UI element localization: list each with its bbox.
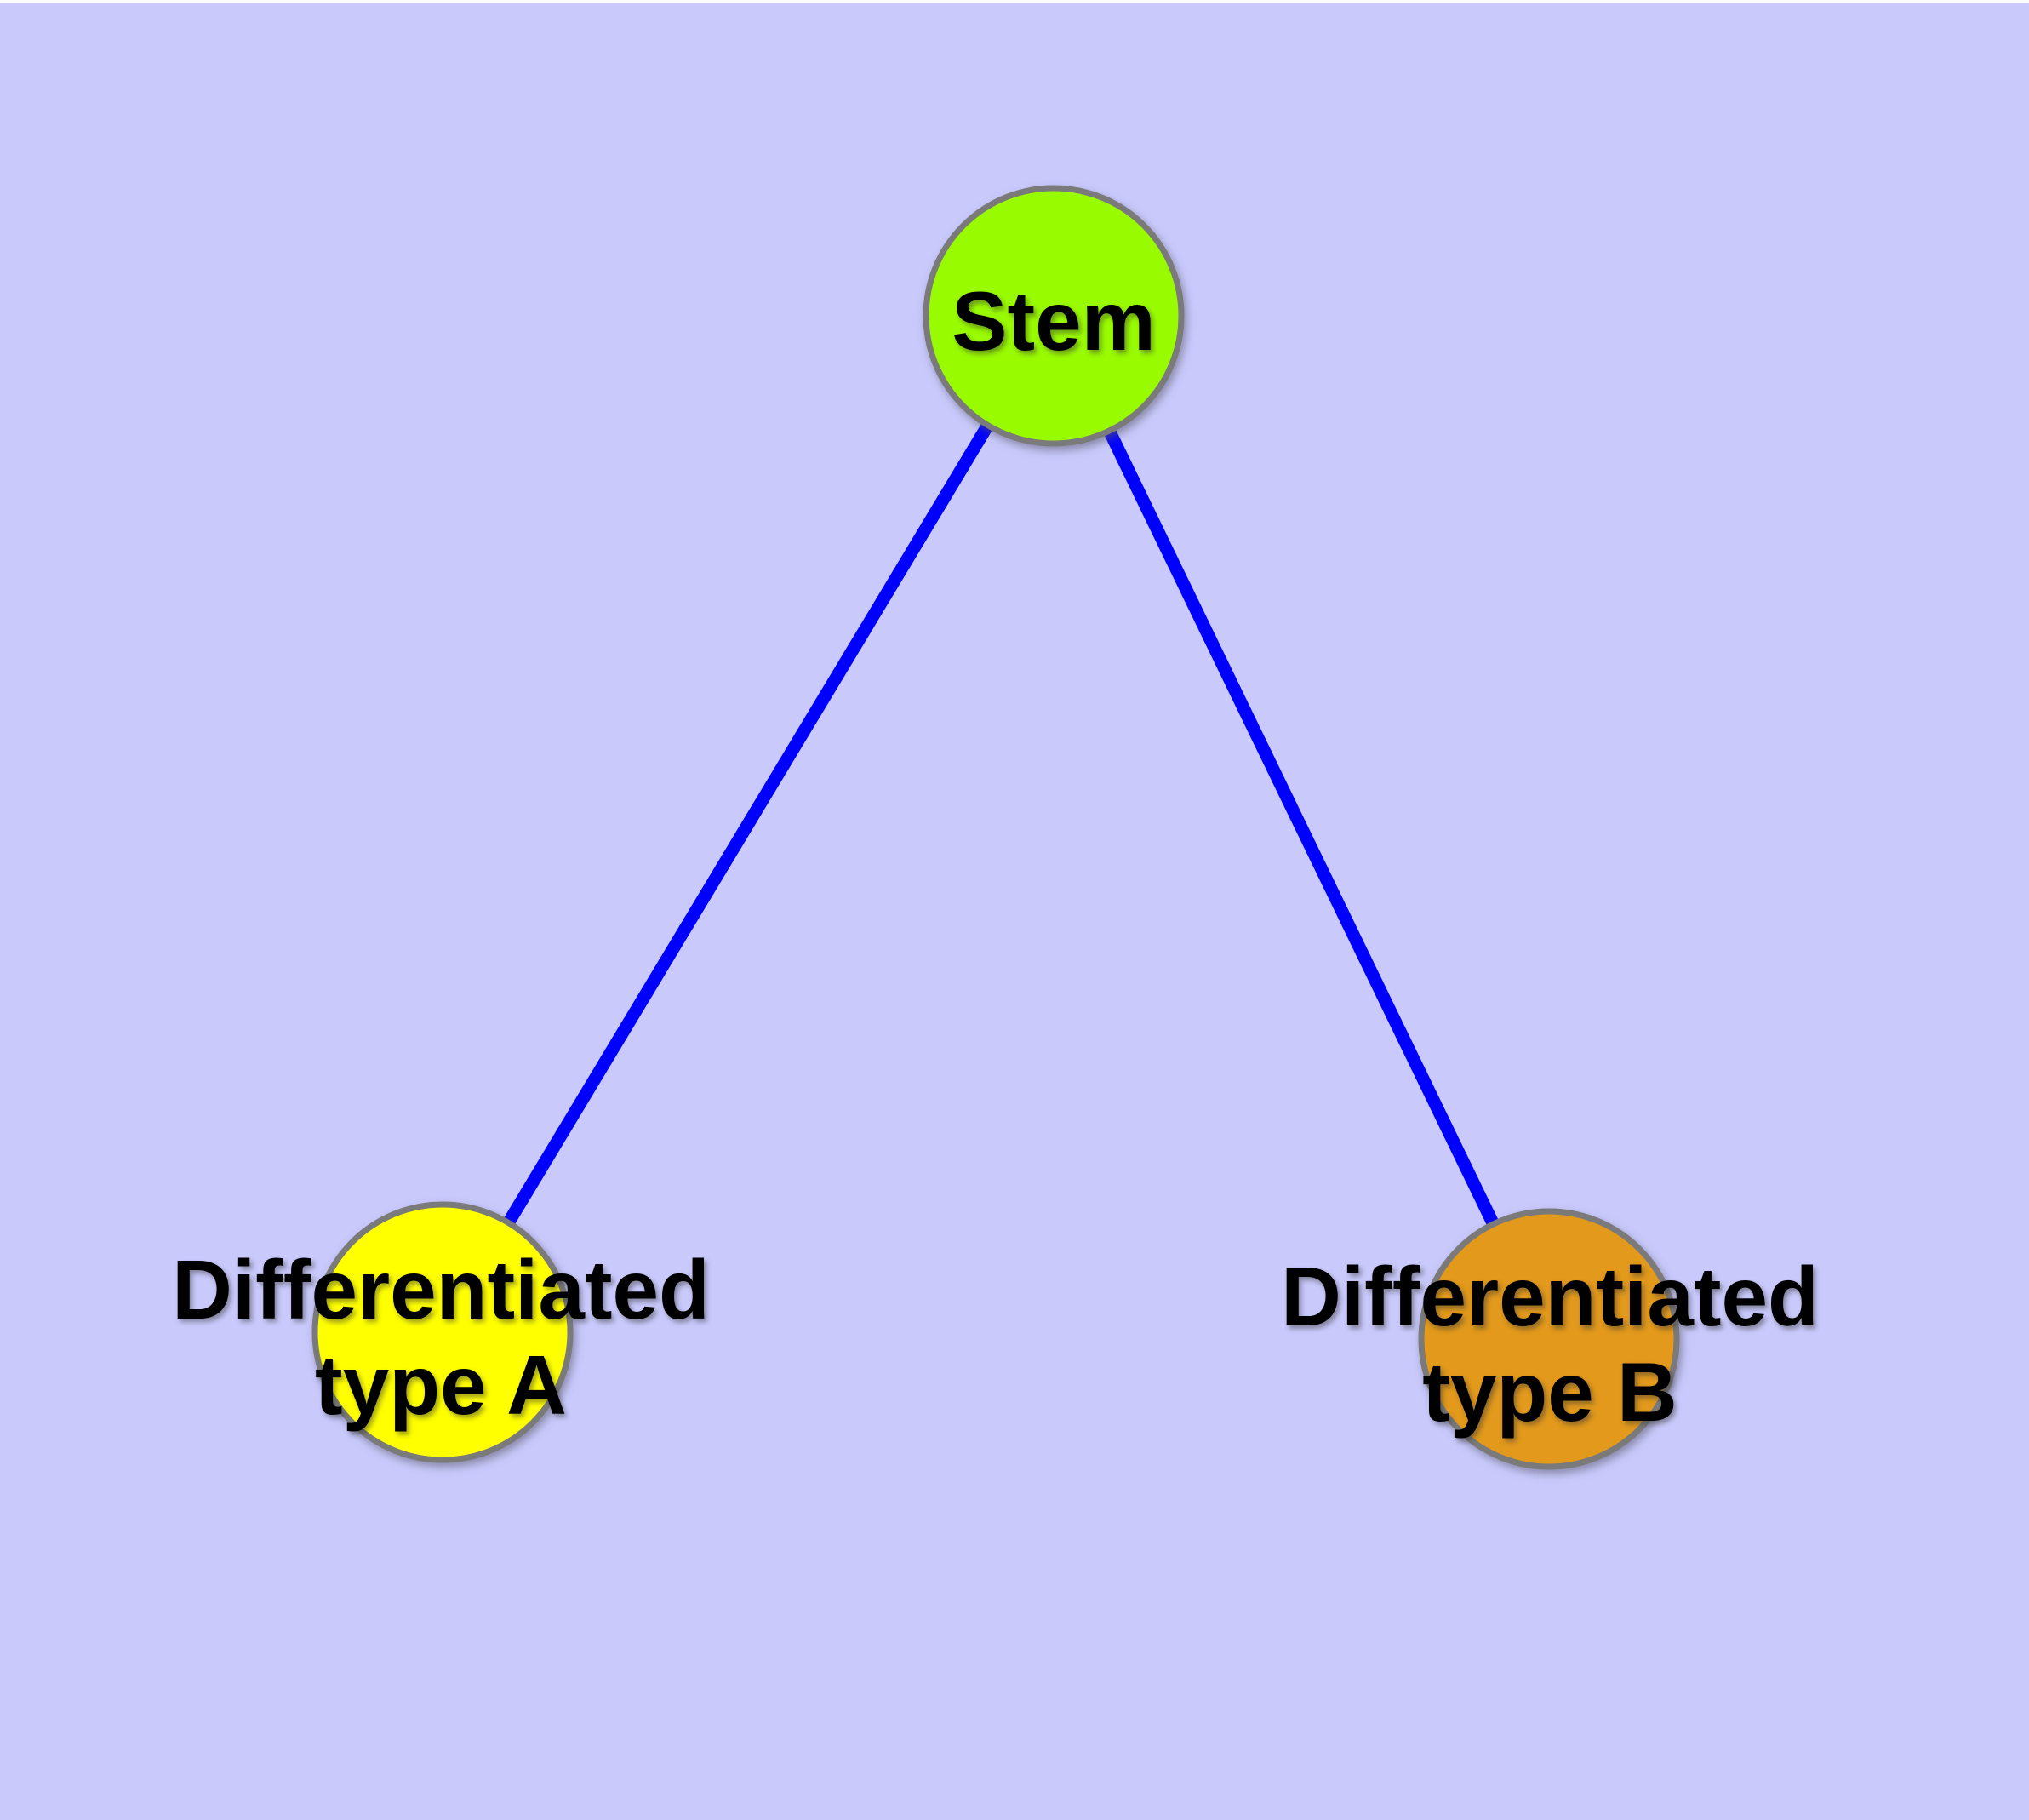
node-type-b-circle bbox=[1418, 1208, 1680, 1470]
edge-stem-to-type-b bbox=[1047, 309, 1556, 1346]
edge-stem-to-type-a bbox=[436, 309, 1060, 1339]
node-stem-circle bbox=[923, 185, 1185, 447]
node-type-a-circle bbox=[311, 1201, 574, 1463]
top-edge-highlight bbox=[0, 0, 2029, 3]
